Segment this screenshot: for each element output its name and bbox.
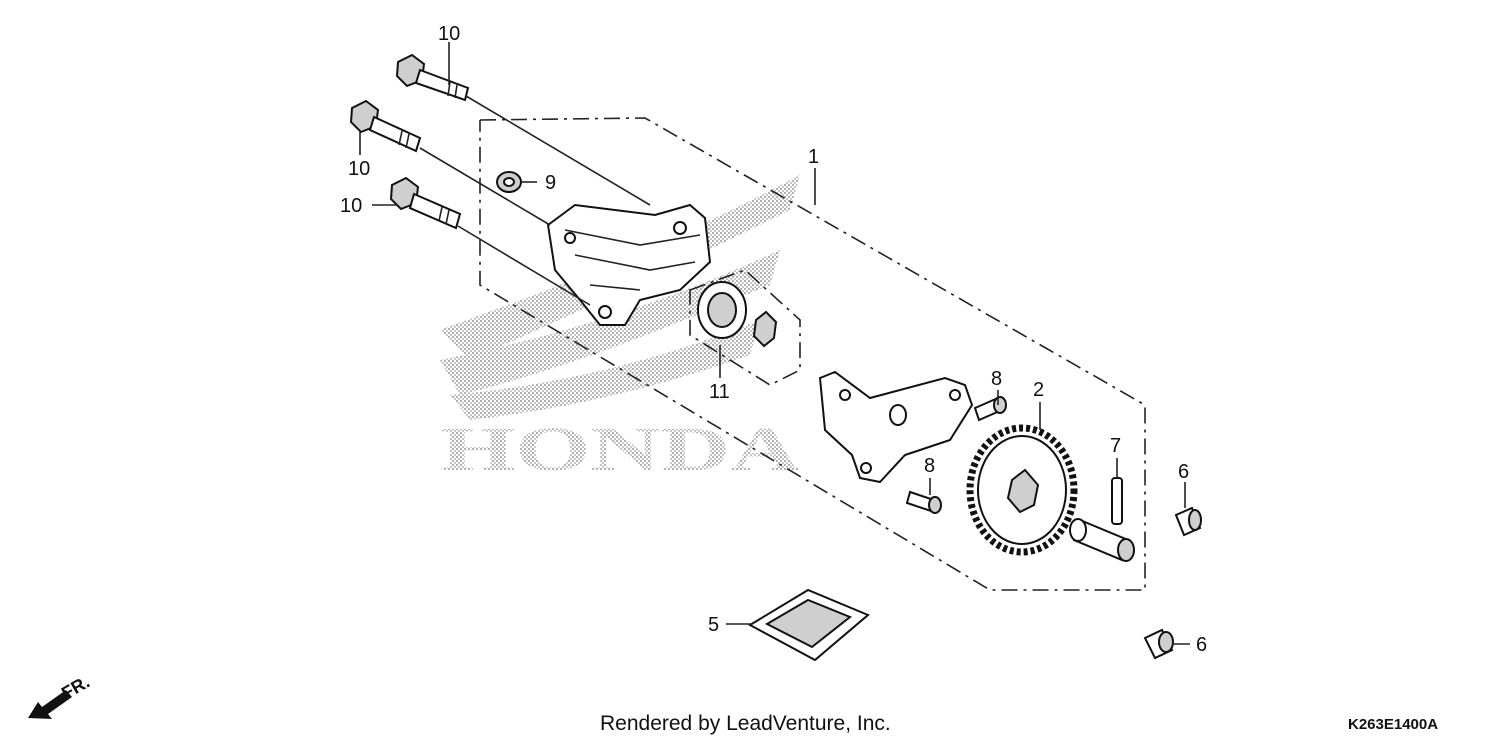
callout-11: 11 [709, 381, 730, 403]
pump-drive-gear [966, 424, 1078, 556]
render-credit: Rendered by LeadVenture, Inc. [600, 712, 891, 735]
callout-8-upper: 8 [991, 368, 1002, 390]
oil-pump-body [546, 203, 712, 326]
callout-6-lower: 6 [1196, 634, 1207, 656]
assembly-outline [479, 117, 1146, 591]
pump-cover-plate [818, 370, 974, 484]
callout-1: 1 [808, 146, 819, 168]
diagram-code: K263E1400A [1348, 716, 1439, 733]
callout-6-upper: 6 [1178, 461, 1189, 483]
callout-10-top: 10 [438, 23, 460, 45]
callout-10-middle: 10 [348, 158, 370, 180]
callout-10-lower: 10 [340, 195, 362, 217]
screw-lower [905, 490, 942, 514]
callout-5: 5 [708, 614, 719, 636]
collar-lower [1143, 628, 1174, 660]
pump-shaft [1069, 518, 1135, 562]
bolt-top [395, 53, 470, 102]
callout-7: 7 [1110, 435, 1121, 457]
washer [496, 171, 522, 193]
dowel-pin [1111, 477, 1123, 525]
collar-upper [1174, 506, 1202, 537]
rotor-group-outline [689, 269, 801, 386]
gasket [747, 588, 870, 662]
leader-lines [359, 42, 1190, 645]
bolt-middle [349, 99, 422, 153]
callout-8-lower: 8 [924, 455, 935, 477]
callout-2: 2 [1033, 379, 1044, 401]
honda-wordmark: HONDA [440, 416, 800, 484]
pump-rotors [697, 281, 778, 348]
callout-9: 9 [545, 172, 556, 194]
bolt-lower [389, 176, 462, 230]
screw-upper [973, 396, 1007, 422]
front-direction-arrow-icon: FR. [28, 672, 93, 719]
